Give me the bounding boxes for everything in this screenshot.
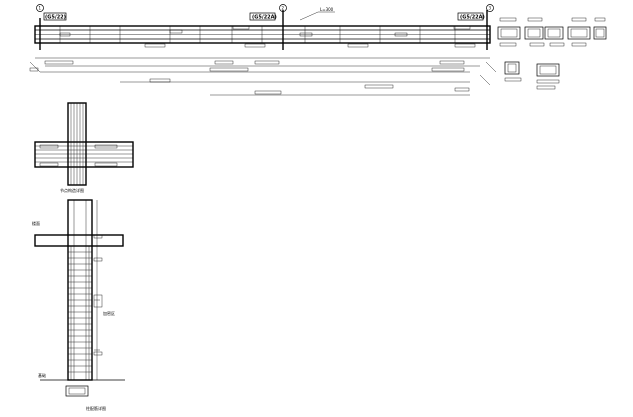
spacing-note: L=300 bbox=[320, 7, 334, 12]
beam-tag-left: (G5/22) bbox=[45, 15, 66, 21]
axis-bubble-left bbox=[36, 4, 44, 12]
section-tag-box-right bbox=[457, 12, 484, 21]
axis-label-mid: 2 bbox=[282, 6, 285, 11]
joint-beam bbox=[34, 141, 134, 168]
beam-elevation: (G5/22A) (G5/22A) (G5/22) 2 3 L=300 bbox=[29, 4, 497, 96]
axis-label-right: 3 bbox=[489, 6, 492, 11]
beam-sections bbox=[497, 17, 607, 90]
joint-detail: 节点构造详图 bbox=[34, 102, 134, 193]
column-top-label: 楼面 bbox=[32, 220, 40, 226]
column-outline bbox=[67, 199, 93, 381]
section-tag-box-mid bbox=[249, 12, 276, 21]
axis-bubble-right bbox=[486, 4, 494, 12]
column-stirrups bbox=[68, 200, 92, 380]
beam-tag-right: (G5/22A) bbox=[460, 15, 485, 21]
column-floor-slab bbox=[34, 234, 124, 247]
axis-bubble-mid bbox=[279, 4, 287, 12]
axis-label-left: 1 bbox=[39, 6, 42, 11]
section-tag-box-left bbox=[43, 12, 67, 21]
column-side-label: 加密区 bbox=[103, 310, 115, 316]
column-section bbox=[65, 385, 89, 397]
column-elevation: 楼面 基础 加密区 柱配筋详图 bbox=[32, 199, 125, 411]
beam-dimension-lines bbox=[29, 57, 497, 96]
column-caption: 柱配筋详图 bbox=[86, 405, 106, 411]
joint-caption: 节点构造详图 bbox=[60, 187, 84, 193]
beam-tag-mid: (G5/22A) bbox=[252, 15, 277, 21]
column-base-label: 基础 bbox=[38, 372, 46, 378]
